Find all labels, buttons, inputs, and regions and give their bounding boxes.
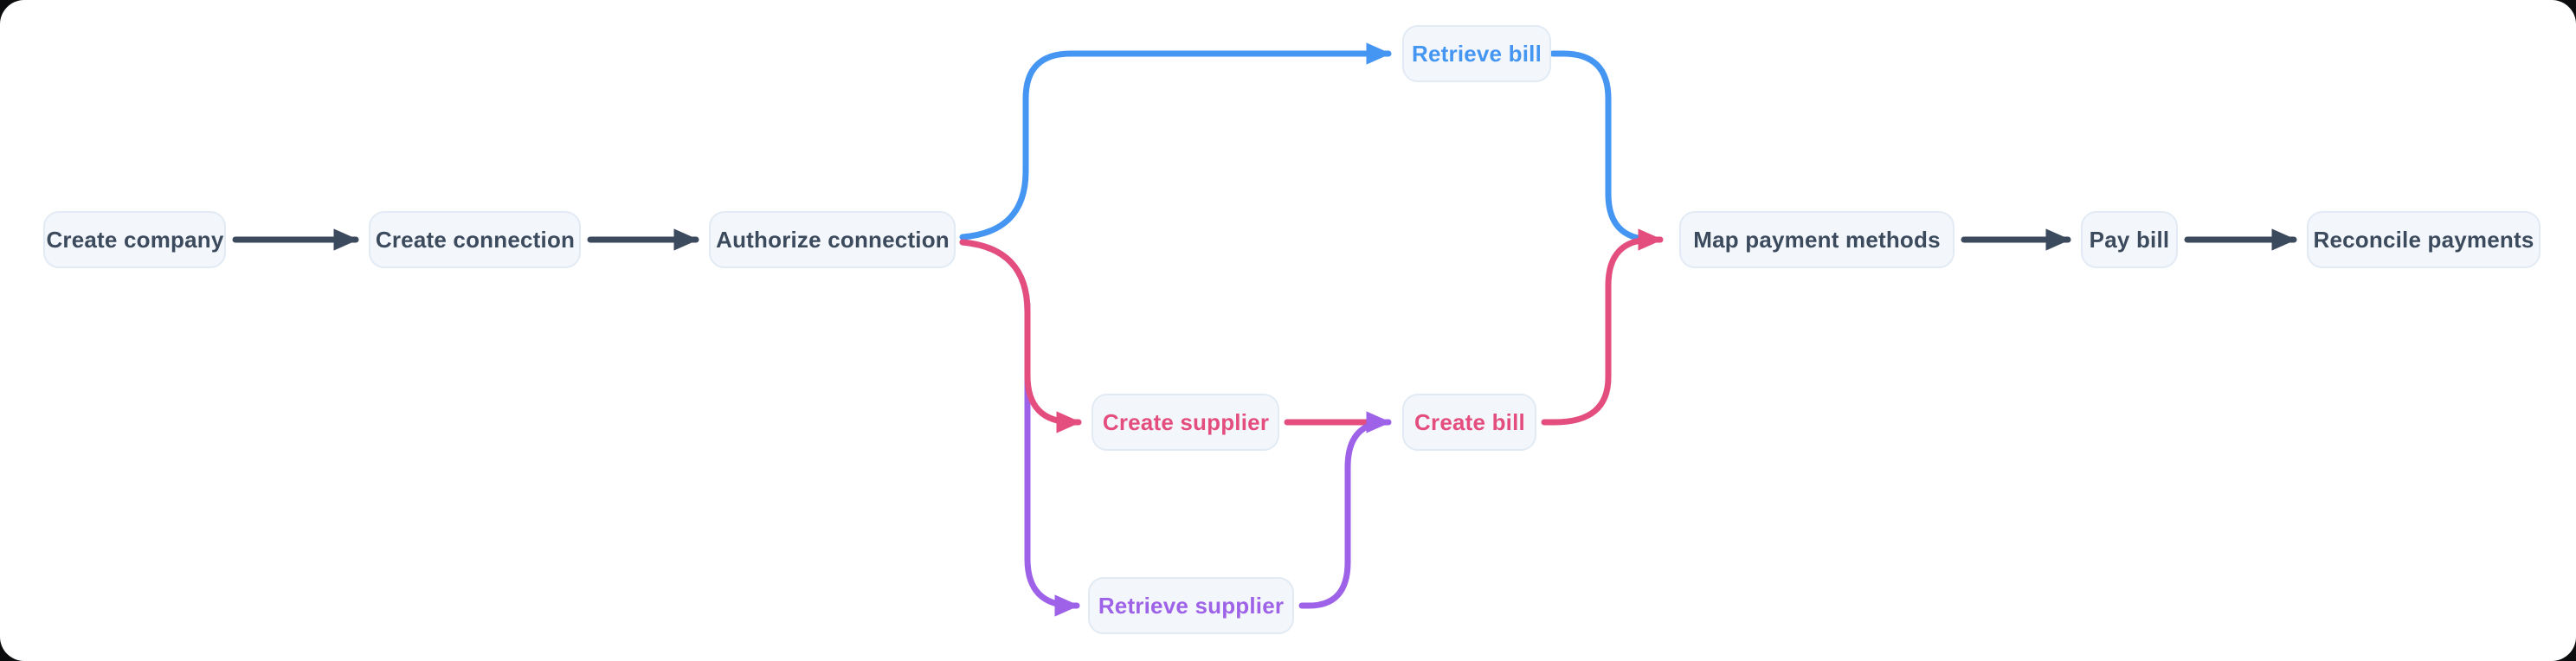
node-create-company-label: Create company — [46, 227, 223, 253]
node-reconcile-payments: Reconcile payments — [2307, 211, 2541, 268]
node-retrieve-bill-label[interactable]: Retrieve bill — [1412, 41, 1542, 67]
edge-create-bill-to-map-payment-methods — [1541, 228, 1664, 426]
node-map-payment-methods-label: Map payment methods — [1693, 227, 1941, 253]
node-create-connection-label: Create connection — [376, 227, 575, 253]
node-create-bill[interactable]: Create bill — [1402, 394, 1536, 451]
node-retrieve-supplier-label[interactable]: Retrieve supplier — [1098, 593, 1284, 619]
node-pay-bill-label: Pay bill — [2090, 227, 2170, 253]
node-create-bill-label[interactable]: Create bill — [1414, 409, 1525, 435]
edge-authorize-connection-to-retrieve-bill — [959, 42, 1392, 241]
node-reconcile-payments-label: Reconcile payments — [2313, 227, 2534, 253]
node-retrieve-supplier[interactable]: Retrieve supplier — [1088, 577, 1294, 634]
node-create-supplier-label[interactable]: Create supplier — [1103, 409, 1269, 435]
node-authorize-connection: Authorize connection — [709, 211, 956, 268]
node-authorize-connection-label: Authorize connection — [716, 227, 950, 253]
node-create-company: Create company — [43, 211, 226, 268]
node-map-payment-methods: Map payment methods — [1679, 211, 1955, 268]
edges-layer — [232, 42, 2297, 617]
edge-retrieve-bill-to-map-payment-methods — [1549, 50, 1662, 243]
node-retrieve-bill[interactable]: Retrieve bill — [1402, 25, 1551, 82]
edge-authorize-connection-to-create-supplier — [959, 239, 1082, 433]
node-create-connection: Create connection — [369, 211, 581, 268]
node-pay-bill: Pay bill — [2081, 211, 2178, 268]
node-create-supplier[interactable]: Create supplier — [1092, 394, 1279, 451]
edge-retrieve-supplier-to-create-bill — [1298, 411, 1392, 609]
nodes-layer: Create company Create connection Authori… — [43, 25, 2541, 634]
